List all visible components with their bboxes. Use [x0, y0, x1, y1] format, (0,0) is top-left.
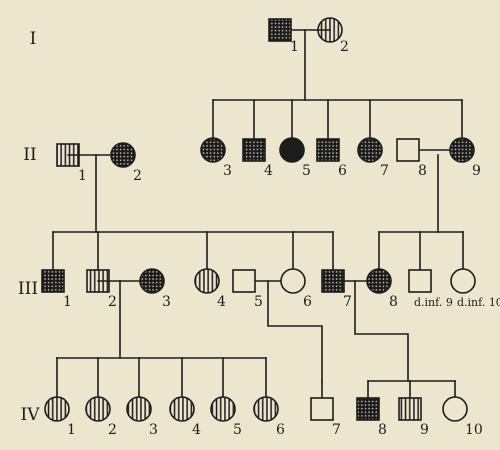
relationship-lines [52, 29, 464, 398]
individual-II-7-female [357, 137, 383, 163]
individual-II-9-female [449, 137, 475, 163]
individual-IV-6-female [253, 396, 279, 422]
label-IV-3: 3 [149, 422, 158, 438]
individual-III-2-male [86, 269, 110, 293]
generation-label-1: I [30, 29, 37, 49]
individual-I-2-female [317, 17, 343, 43]
label-I-1: 1 [290, 39, 299, 55]
individual-III-8-female [366, 268, 392, 294]
individual-III-7-male [321, 269, 345, 293]
label-II-5: 5 [302, 163, 311, 179]
label-III-7: 7 [343, 294, 352, 310]
label-III-1: 1 [63, 294, 72, 310]
individual-IV-9-male [398, 397, 422, 421]
label-III-6: 6 [303, 294, 312, 310]
label-IV-2: 2 [108, 422, 117, 438]
individual-III-4-female [194, 268, 220, 294]
individual-III-9-male [408, 269, 432, 293]
label-IV-8: 8 [378, 422, 387, 438]
label-IV-9: 9 [420, 422, 429, 438]
descent-line-III-7 [354, 280, 409, 382]
label-III-4: 4 [217, 294, 226, 310]
individual-III-3-female [139, 268, 165, 294]
individual-IV-2-female [85, 396, 111, 422]
label-III-2: 2 [108, 294, 117, 310]
label-III-9: d.inf. 9 [414, 296, 453, 309]
individual-II-6-male [316, 138, 340, 162]
label-IV-10: 10 [465, 422, 483, 438]
individual-III-6-female [280, 268, 306, 294]
labels: 1 2 1 2 3 4 5 6 7 8 9 1 2 3 4 5 6 7 8 d.inf. 9 d.inf. 10 1 2 3 4… [18, 29, 500, 438]
individual-IV-4-female [169, 396, 195, 422]
generation-label-4: IV [21, 405, 41, 425]
label-IV-1: 1 [67, 422, 76, 438]
individuals [41, 17, 476, 422]
label-II-4: 4 [264, 163, 273, 179]
individual-II-4-male [242, 138, 266, 162]
label-II-6: 6 [338, 163, 347, 179]
individual-II-3-female [200, 137, 226, 163]
individual-III-5-male [232, 269, 256, 293]
label-III-8: 8 [389, 294, 398, 310]
label-II-7: 7 [380, 163, 389, 179]
descent-line-III-5 [267, 280, 323, 382]
label-IV-5: 5 [233, 422, 242, 438]
individual-IV-1-female [44, 396, 70, 422]
label-III-5: 5 [254, 294, 263, 310]
individual-II-1-male [56, 143, 80, 167]
individual-IV-7-male [310, 397, 334, 421]
individual-II-8-male [396, 138, 420, 162]
label-IV-7: 7 [332, 422, 341, 438]
label-II-8: 8 [418, 163, 427, 179]
label-IV-4: 4 [192, 422, 201, 438]
individual-II-5-female [279, 137, 305, 163]
label-IV-6: 6 [276, 422, 285, 438]
label-II-2: 2 [133, 168, 142, 184]
generation-label-2: II [23, 145, 36, 165]
individual-IV-3-female [126, 396, 152, 422]
label-II-1: 1 [78, 168, 87, 184]
label-I-2: 2 [340, 39, 349, 55]
individual-IV-8-male [356, 397, 380, 421]
individual-I-1-male [268, 18, 292, 42]
label-II-3: 3 [223, 163, 232, 179]
individual-III-1-male [41, 269, 65, 293]
label-III-10: d.inf. 10 [457, 296, 500, 309]
individual-II-2-female [110, 142, 136, 168]
individual-IV-10-female [442, 396, 468, 422]
label-II-9: 9 [472, 163, 481, 179]
generation-label-3: III [18, 279, 38, 299]
label-III-3: 3 [162, 294, 171, 310]
individual-IV-5-female [210, 396, 236, 422]
individual-III-10-female [450, 268, 476, 294]
